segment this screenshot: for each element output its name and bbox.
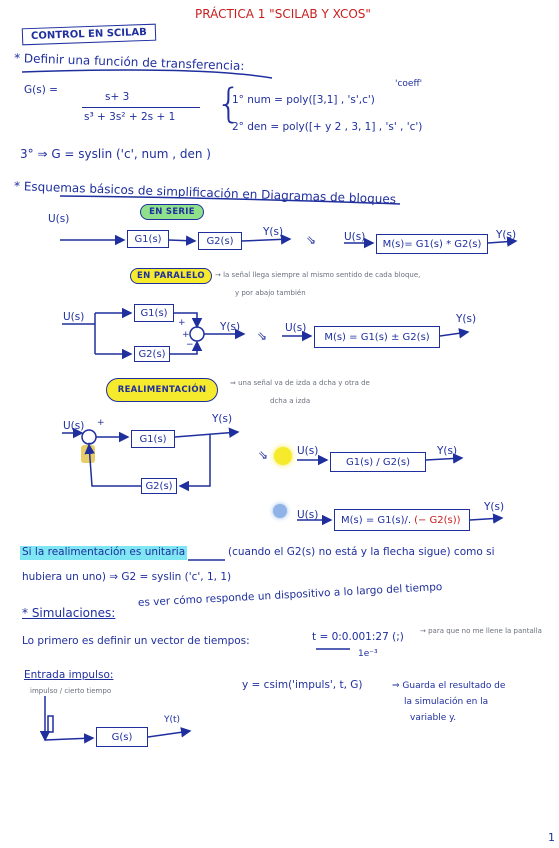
- paralelo-u: U(s): [63, 311, 85, 323]
- realimentacion-g1-box: G1(s): [131, 430, 175, 448]
- impulse-g-box: G(s): [96, 727, 148, 747]
- realimentacion-u: U(s): [63, 420, 85, 432]
- paralelo-plus1: +: [178, 318, 186, 328]
- brace: {: [216, 81, 242, 127]
- fraction-bar: [82, 107, 200, 108]
- paralelo-minus: −: [186, 340, 194, 350]
- paralelo-eq-out: Y(s): [456, 313, 477, 325]
- simulations-line2: Lo primero es definir un vector de tiemp…: [22, 635, 250, 647]
- page-title: PRÁCTICA 1 "SCILAB Y XCOS": [195, 7, 371, 21]
- serie-eq-in: U(s): [344, 231, 366, 243]
- impulse-note3: variable y.: [410, 713, 457, 723]
- serie-equiv-icon: ⇘: [306, 233, 317, 247]
- impulse-note1: ⇒ Guarda el resultado de: [392, 681, 506, 691]
- realimentacion-eq1-out: Y(s): [437, 445, 458, 457]
- paralelo-note1: → la señal llega siempre al mismo sentid…: [215, 271, 421, 279]
- realimentacion-eq2-box-b: (− G2(s)): [414, 514, 461, 526]
- realimentacion-y: Y(s): [212, 413, 233, 425]
- block-diagrams-heading: * Esquemas básicos de simplificación en …: [13, 179, 397, 207]
- smudge-icon: [81, 445, 95, 463]
- paralelo-y: Y(s): [220, 321, 241, 333]
- unitary-line2: hubiera un uno) ⇒ G2 = syslin ('c', 1, 1…: [22, 571, 232, 583]
- paralelo-eq-box: M(s) = G1(s) ± G2(s): [314, 326, 440, 348]
- page-number: 1: [548, 831, 555, 844]
- paralelo-sum-junction: [189, 326, 205, 342]
- realimentacion-eq2-in: U(s): [297, 509, 319, 521]
- paralelo-pill: EN PARALELO: [130, 268, 212, 284]
- paralelo-eq-in: U(s): [285, 322, 307, 334]
- serie-g1-box: G1(s): [127, 230, 169, 248]
- realimentacion-pill: REALIMENTACIÓN: [106, 378, 218, 402]
- realimentacion-g2-box: G2(s): [141, 478, 177, 494]
- serie-pill: EN SERIE: [140, 204, 204, 220]
- realimentacion-eq2-box: M(s) = G1(s)/. (− G2(s)): [334, 509, 470, 531]
- blue-dot-icon: [273, 504, 287, 518]
- paralelo-equiv-icon: ⇘: [257, 329, 268, 343]
- impulse-heading: Entrada impulso:: [24, 669, 114, 681]
- paralelo-g1-box: G1(s): [134, 304, 174, 322]
- serie-g2-box: G2(s): [198, 232, 242, 250]
- tf-numerator: s+ 3: [105, 91, 130, 103]
- time-sub: 1e⁻³: [358, 649, 378, 659]
- simulations-heading: * Simulaciones:: [22, 606, 116, 620]
- realimentacion-eq1-box: G1(s) / G2(s): [330, 452, 426, 472]
- realimentacion-plus: +: [97, 418, 105, 428]
- simulations-desc: es ver cómo responde un dispositivo a lo…: [137, 581, 443, 609]
- impulse-sketch-note: impulso / cierto tiempo: [30, 687, 112, 695]
- g-label: G(s) =: [24, 84, 58, 96]
- serie-eq-out: Y(s): [496, 229, 517, 241]
- realimentacion-eq1-in: U(s): [297, 445, 319, 457]
- paralelo-note2: y por abajo también: [235, 289, 306, 297]
- impulse-code: y = csim('impuls', t, G): [242, 679, 363, 691]
- realimentacion-note2: dcha a izda: [270, 397, 311, 405]
- serie-u: U(s): [48, 213, 70, 225]
- realimentacion-equiv-icon: ⇘: [258, 448, 269, 462]
- serie-y: Y(s): [263, 226, 284, 238]
- den-line: 2° den = poly([+ y 2 , 3, 1] , 's' , 'c'…: [232, 121, 423, 133]
- impulse-sketch-pulse: [47, 715, 54, 733]
- realimentacion-eq2-out: Y(s): [484, 501, 505, 513]
- syslin-step: 3° ⇒ G = syslin ('c', num , den ): [20, 147, 211, 161]
- unitary-highlight: Si la realimentación es unitaria: [20, 546, 188, 560]
- num-line: 1° num = poly([3,1] , 's',c'): [232, 94, 375, 106]
- paralelo-g2-box: G2(s): [134, 346, 170, 362]
- realimentacion-note1: ⇒ una señal va de izda a dcha y otra de: [230, 379, 370, 387]
- unitary-rest: (cuando el G2(s) no está y la flecha sig…: [228, 546, 495, 558]
- tf-heading: * Definir una función de transferencia:: [13, 50, 245, 74]
- serie-eq-box: M(s)= G1(s) * G2(s): [376, 234, 488, 254]
- section-title: CONTROL EN SCILAB: [21, 23, 157, 46]
- time-expression: t = 0:0.001:27 (;): [312, 631, 404, 643]
- impulse-y: Y(t): [164, 715, 181, 725]
- time-note: → para que no me llene la pantalla: [420, 627, 542, 635]
- yellow-dot-icon: [274, 447, 292, 465]
- coeff-note: 'coeff': [395, 79, 423, 89]
- realimentacion-eq2-box-a: M(s) = G1(s)/.: [341, 514, 412, 526]
- tf-denominator: s³ + 3s² + 2s + 1: [84, 111, 176, 123]
- paralelo-plus2: +: [182, 330, 190, 340]
- impulse-note2: la simulación en la: [404, 697, 489, 707]
